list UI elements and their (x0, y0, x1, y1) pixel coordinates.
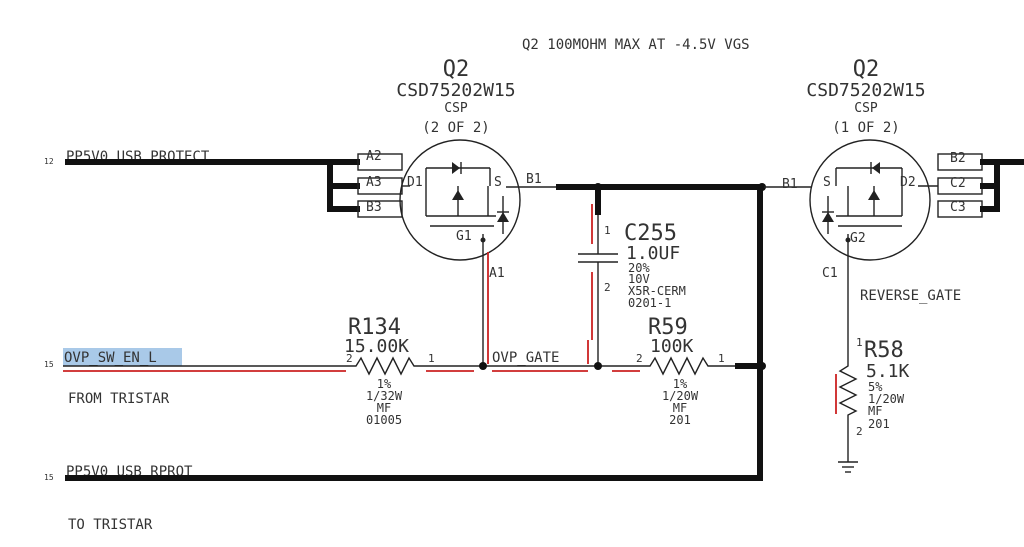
c255-pkg: 0201-1 (628, 296, 671, 310)
r134-tol: 1% (377, 377, 392, 391)
ovp-gate-label: OVP_GATE (492, 350, 559, 366)
r59-ref: R59 (648, 315, 688, 340)
q2a-ref: Q2 (443, 57, 470, 82)
r59-power: 1/20W (662, 389, 699, 403)
ground-icon (838, 461, 858, 473)
c255-pin2: 2 (604, 281, 611, 294)
r59-value: 100K (650, 336, 694, 357)
q2b-pin-b2: B2 (950, 151, 966, 166)
r59-pin1: 1 (718, 352, 725, 365)
q2b-pin-c3: C3 (950, 200, 966, 215)
red-trace-annotations (63, 204, 837, 414)
q2b-mosfet-symbol (809, 139, 931, 261)
q2b-pkg: CSP (854, 101, 878, 116)
c255-volt: 10V (628, 272, 650, 286)
q2a-pin-g1: G1 (456, 229, 472, 244)
ovp-sw-en-l-sheet: 15 (44, 360, 54, 369)
c255-pin1: 1 (604, 224, 611, 237)
q2a-pin-b1: B1 (526, 172, 542, 187)
pp5v0-rprot-sheet: 15 (44, 473, 54, 482)
q2a-mosfet-symbol (399, 139, 521, 261)
r58-power: 1/20W (868, 392, 905, 406)
r58-resistor-symbol (838, 244, 858, 462)
r134-ref: R134 (348, 315, 401, 340)
r58-tol: 5% (868, 380, 883, 394)
pp5v0-protect-wire (65, 159, 360, 212)
q2b-pin-b1: B1 (782, 177, 798, 192)
q2a-part-of: (2 OF 2) (422, 120, 489, 136)
q2b-pin-g2: G2 (850, 231, 866, 246)
q2a-pin-d1: D1 (407, 175, 423, 190)
q2b-part: CSD75202W15 (806, 80, 925, 101)
q2b-pin-c2: C2 (950, 176, 966, 191)
q2b-ref: Q2 (853, 57, 880, 82)
r59-type: MF (673, 401, 687, 415)
r58-pin1: 1 (856, 336, 863, 349)
r134-pin1: 1 (428, 352, 435, 365)
r134-pin2: 2 (346, 352, 353, 365)
vbus-mid-wire (556, 183, 812, 481)
q2b-pin-d2: D2 (900, 175, 916, 190)
q2a-pin-a2: A2 (366, 149, 382, 164)
r134-resistor-symbol (346, 356, 640, 376)
r58-type: MF (868, 404, 882, 418)
r134-type: MF (377, 401, 391, 415)
r59-pin2: 2 (636, 352, 643, 365)
r58-pin2: 2 (856, 425, 863, 438)
c255-dielectric: X5R-CERM (628, 284, 686, 298)
q2b-part-of: (1 OF 2) (832, 120, 899, 136)
r134-pkg: 01005 (366, 413, 402, 427)
q2a-pkg: CSP (444, 101, 468, 116)
to-tristar-label: TO TRISTAR (68, 517, 153, 533)
c255-value: 1.0UF (626, 243, 680, 264)
r134-power: 1/32W (366, 389, 403, 403)
r58-ref: R58 (864, 338, 904, 363)
q2a-pin-a1: A1 (489, 266, 505, 281)
q2a-pin-b3: B3 (366, 200, 382, 215)
from-tristar-label: FROM TRISTAR (68, 391, 170, 407)
ovp-sw-en-l-label: OVP_SW_EN_L (64, 350, 157, 366)
vbus-right-wire (980, 159, 1024, 212)
r58-value: 5.1K (866, 361, 910, 382)
q2a-pin-a3: A3 (366, 175, 382, 190)
c255-tol: 20% (628, 261, 650, 275)
q2a-part: CSD75202W15 (396, 80, 515, 101)
r59-tol: 1% (673, 377, 688, 391)
reverse-gate-label: REVERSE_GATE (860, 288, 961, 304)
ovp-sw-en-l-highlight (63, 348, 182, 366)
c255-capacitor-symbol (578, 215, 618, 366)
pp5v0-protect-sheet: 12 (44, 157, 54, 166)
q2-rds-note: Q2 100MOHM MAX AT -4.5V VGS (522, 37, 750, 53)
r59-resistor-symbol (640, 356, 766, 376)
c255-ref: C255 (624, 221, 677, 246)
q2b-pin-c1: C1 (822, 266, 838, 281)
r59-pkg: 201 (669, 413, 691, 427)
r58-pkg: 201 (868, 417, 890, 431)
q2b-pin-s: S (823, 175, 831, 190)
q2a-pin-s: S (494, 175, 502, 190)
r134-value: 15.00K (344, 336, 409, 357)
